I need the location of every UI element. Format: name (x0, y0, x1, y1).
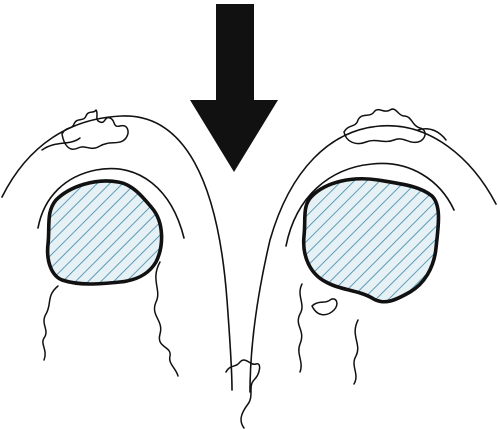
left-tissue-strand (42, 138, 80, 150)
down-arrow-icon (190, 4, 278, 172)
left-tissue-edge-center (154, 262, 178, 376)
right-tissue-edge-left (298, 284, 302, 372)
left-hatched-region (48, 181, 162, 284)
right-tissue-edge-bottom (354, 320, 358, 384)
left-tissue-edge-side (43, 286, 58, 360)
right-tissue-fragment (312, 299, 337, 315)
right-tissue-strand (418, 129, 446, 140)
right-hatched-region (304, 179, 439, 302)
